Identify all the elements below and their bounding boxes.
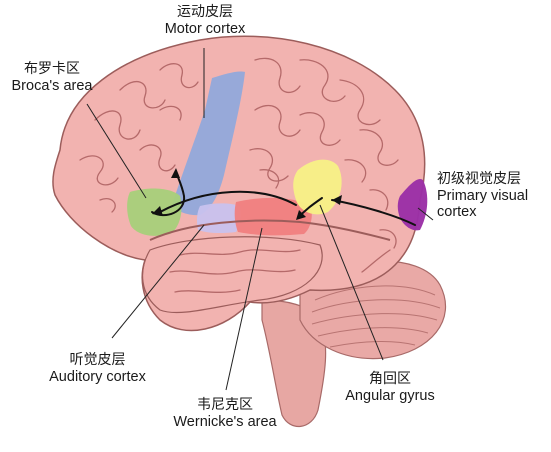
leader-broca [86, 103, 147, 199]
label-auditory-zh: 听觉皮层 [69, 352, 126, 368]
gyrus-line [174, 289, 241, 293]
arrowheads [152, 168, 342, 220]
arrowhead-angular [332, 195, 342, 205]
gyrus-line [344, 159, 367, 183]
gyrus-line [159, 105, 182, 121]
gyrus-line [379, 229, 397, 249]
label-wernicke-zh: 韦尼克区 [197, 397, 253, 413]
gyrus-line [99, 198, 116, 213]
label-wernicke-en: Wernicke's area [173, 413, 277, 430]
gyrus-line [254, 57, 301, 94]
label-broca-area: 布罗卡区 Broca's area [2, 61, 102, 94]
wernicke-to-broca-arrow [159, 190, 297, 213]
gyrus-line [79, 155, 119, 186]
primary-visual-cortex-region [397, 178, 428, 231]
label-visual-en-2: cortex [437, 203, 477, 220]
label-wernicke-area: 韦尼克区 Wernicke's area [160, 397, 290, 430]
gyrus-line [159, 63, 199, 89]
wernicke-area-region [234, 197, 312, 236]
label-auditory-en: Auditory cortex [49, 368, 146, 385]
brain-gyri [79, 57, 399, 293]
temporal-lobe [142, 236, 323, 314]
label-visual-en-1: Primary visual [437, 187, 529, 204]
lateral-sulcus [149, 219, 391, 241]
gyrus-line [339, 79, 381, 126]
label-angular-zh: 角回区 [369, 371, 411, 387]
label-angular-en: Angular gyrus [345, 387, 435, 404]
gyrus-line [369, 189, 389, 211]
arrowhead-motor [171, 168, 180, 178]
arrowhead-wernicke [296, 210, 306, 220]
label-motor-cortex: 运动皮层 Motor cortex [150, 4, 260, 37]
leader-auditory [111, 224, 205, 339]
gyrus-line [179, 249, 301, 256]
leader-lines [86, 48, 434, 391]
gyrus-line [299, 112, 341, 146]
auditory-cortex-region [196, 203, 241, 234]
gyrus-line [361, 249, 391, 273]
gyrus-line [119, 80, 166, 109]
label-broca-en: Broca's area [11, 77, 93, 94]
gyrus-line [94, 110, 141, 140]
gyrus-line [169, 269, 296, 275]
label-motor-zh: 运动皮层 [177, 4, 233, 20]
gyrus-line [359, 129, 399, 166]
label-motor-en: Motor cortex [164, 20, 246, 37]
gyrus-line [254, 105, 301, 137]
leader-wernicke [225, 227, 263, 391]
label-auditory-cortex: 听觉皮层 Auditory cortex [30, 352, 165, 385]
label-primary-visual-cortex: 初级视觉皮层 Primary visual cortex [437, 171, 551, 220]
motor-cortex-region [172, 71, 245, 216]
angular-gyrus-region [293, 159, 342, 215]
label-broca-zh: 布罗卡区 [24, 61, 80, 77]
label-visual-zh: 初级视觉皮层 [437, 171, 521, 187]
gyrus-line [139, 144, 176, 172]
leader-visual [417, 207, 434, 221]
leader-angular [319, 204, 384, 361]
label-angular-gyrus: 角回区 Angular gyrus [330, 371, 450, 404]
arrowhead-broca [152, 206, 163, 216]
cerebellum-folds [311, 285, 441, 348]
gyrus-line [259, 169, 280, 189]
gyrus-line [299, 59, 346, 102]
